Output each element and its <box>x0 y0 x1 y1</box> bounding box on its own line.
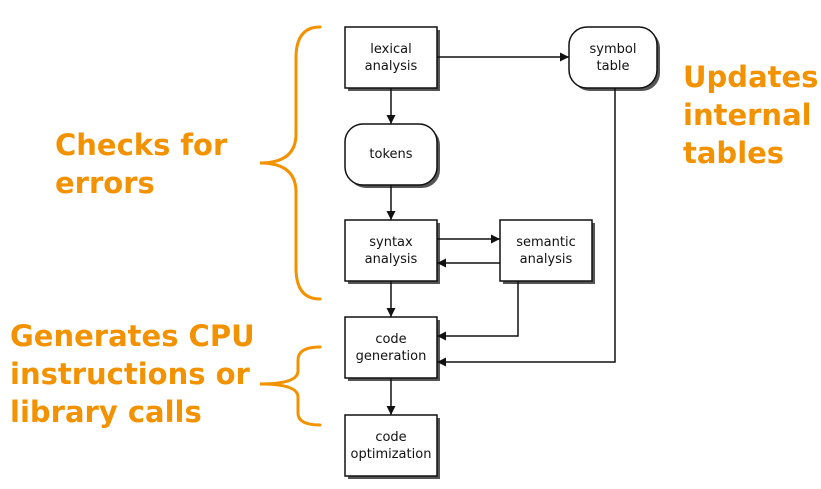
brace-checks-errors <box>259 25 322 301</box>
node-codegen-box <box>344 316 438 379</box>
node-codegen-label: code generation <box>355 331 427 364</box>
node-tokens-label: tokens <box>369 147 413 162</box>
node-syntax-box <box>344 219 438 282</box>
node-codeopt-box <box>344 414 438 477</box>
edge-symbol-to-codegen <box>437 88 616 367</box>
annotation-updates-tables: Updates internal tables <box>683 60 819 170</box>
node-syntax-label: syntax analysis <box>364 234 418 267</box>
node-lexical-box <box>344 26 438 89</box>
node-lexical-label: lexical analysis <box>364 41 418 74</box>
node-semantic-label: semantic analysis <box>516 234 576 267</box>
node-symbol-label: symbol table <box>589 41 637 74</box>
node-semantic-box <box>499 219 593 282</box>
brace-generates <box>259 345 322 427</box>
annotation-generates: Generates CPU instructions or library ca… <box>10 319 255 429</box>
annotation-checks-errors: Checks for errors <box>55 128 228 200</box>
node-codeopt-label: code optimization <box>350 429 432 462</box>
edge-semantic-to-codegen <box>437 281 519 341</box>
